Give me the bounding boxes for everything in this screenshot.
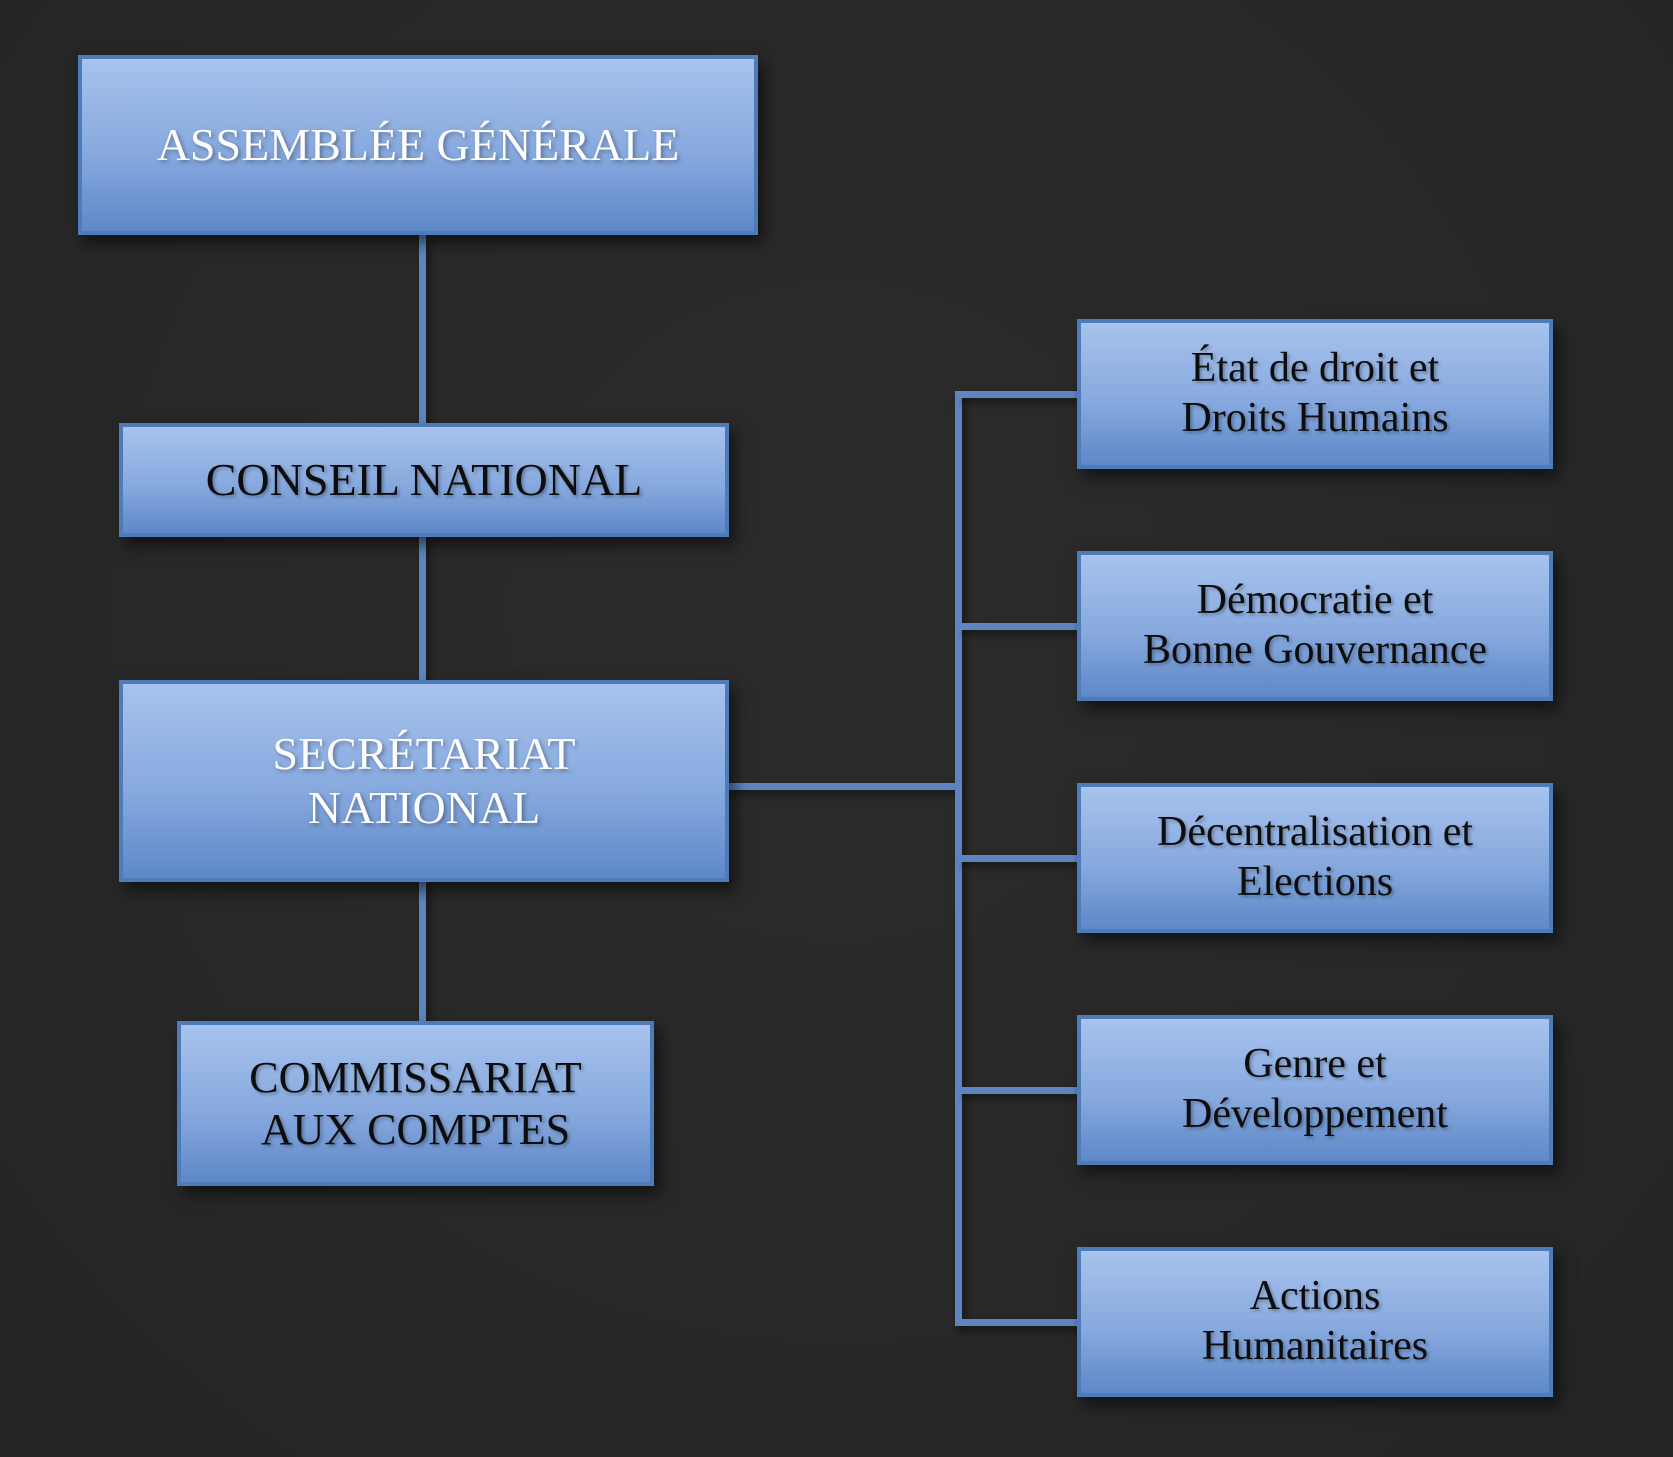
- connector-branch-genre: [958, 1087, 1079, 1094]
- node-decentralisation-elections: Décentralisation et Elections: [1077, 783, 1553, 933]
- connector-secretariat-commissariat: [419, 880, 426, 1023]
- node-genre-developpement: Genre et Développement: [1077, 1015, 1553, 1165]
- connector-branch-etat-de-droit: [958, 391, 1079, 398]
- node-secretariat-national: SECRÉTARIAT NATIONAL: [119, 680, 729, 882]
- connector-conseil-secretariat: [419, 535, 426, 682]
- connector-branch-decentralisation: [958, 855, 1079, 862]
- connector-assemblee-conseil: [419, 235, 426, 425]
- node-assemblee-generale: ASSEMBLÉE GÉNÉRALE: [78, 55, 758, 235]
- connector-secretariat-trunk: [726, 783, 958, 790]
- node-democratie-bonne-gouvernance: Démocratie et Bonne Gouvernance: [1077, 551, 1553, 701]
- connector-branch-democratie: [958, 623, 1079, 630]
- node-actions-humanitaires: Actions Humanitaires: [1077, 1247, 1553, 1397]
- node-conseil-national: CONSEIL NATIONAL: [119, 423, 729, 537]
- node-commissariat-aux-comptes: COMMISSARIAT AUX COMPTES: [177, 1021, 654, 1186]
- connector-branch-actions: [958, 1319, 1079, 1326]
- node-etat-de-droit-droits-humains: État de droit et Droits Humains: [1077, 319, 1553, 469]
